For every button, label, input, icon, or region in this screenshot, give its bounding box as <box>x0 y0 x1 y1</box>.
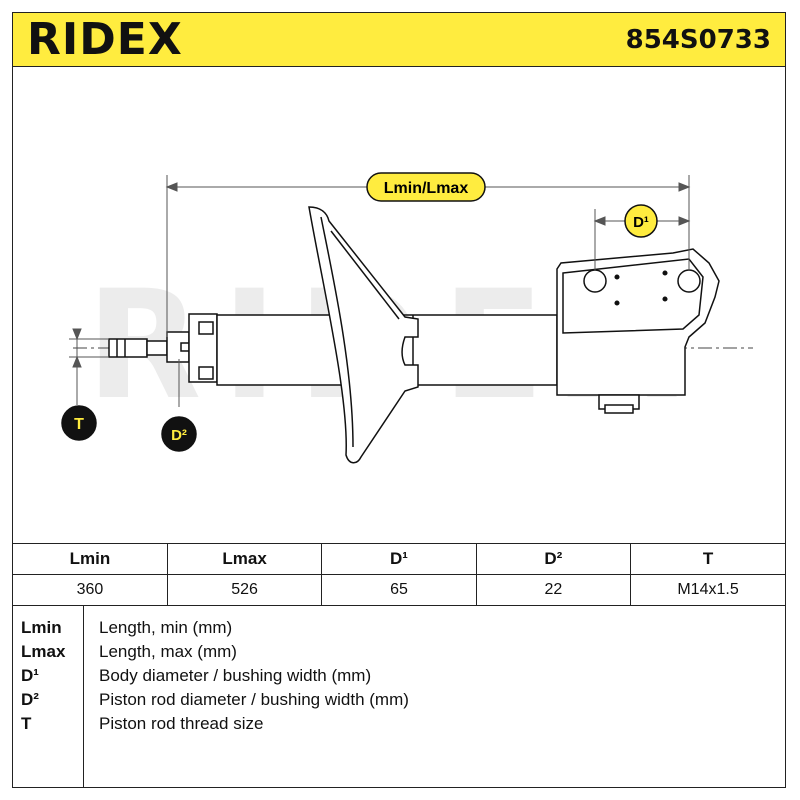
t-label: T <box>74 416 84 433</box>
legend-text: Length, max (mm) <box>99 642 237 661</box>
specs-value-d1: 65 <box>321 574 477 606</box>
legend-key: T <box>21 714 32 733</box>
legend-item: Lmin Length, min (mm) <box>13 616 785 640</box>
legend-item: D¹ Body diameter / bushing width (mm) <box>13 664 785 688</box>
legend: Lmin Length, min (mm) Lmax Length, max (… <box>13 606 785 787</box>
spring-seat <box>308 206 419 464</box>
legend-text: Piston rod diameter / bushing width (mm) <box>99 690 409 709</box>
d1-label: D¹ <box>633 214 649 231</box>
shock-absorber-drawing: RIDEX <box>61 172 753 464</box>
specs-value-lmin: 360 <box>13 574 168 606</box>
specs-value-row: 360 526 65 22 M14x1.5 <box>13 574 785 606</box>
specs-value-d2: 22 <box>475 574 632 606</box>
t-label-circle <box>61 405 97 441</box>
length-label: Lmin/Lmax <box>384 180 469 197</box>
specs-header-t: T <box>630 543 785 575</box>
specs-header-lmax: Lmax <box>166 543 323 575</box>
legend-text: Piston rod thread size <box>99 714 264 733</box>
legend-key: D¹ <box>21 666 39 685</box>
specs-header-d2: D² <box>475 543 632 575</box>
legend-item: D² Piston rod diameter / bushing width (… <box>13 688 785 712</box>
t-dimension <box>69 328 109 405</box>
legend-divider <box>83 606 84 787</box>
legend-item: T Piston rod thread size <box>13 712 785 736</box>
part-number: 854S0733 <box>625 25 771 55</box>
legend-item: Lmax Length, max (mm) <box>13 640 785 664</box>
specs-value-t: M14x1.5 <box>630 574 785 606</box>
length-label-box <box>366 172 486 202</box>
specs-header-d1: D¹ <box>321 543 477 575</box>
legend-key: Lmax <box>21 642 66 661</box>
legend-text: Body diameter / bushing width (mm) <box>99 666 372 685</box>
specs-header-lmin: Lmin <box>13 543 168 575</box>
legend-text: Length, min (mm) <box>99 618 233 637</box>
legend-key: D² <box>21 690 39 709</box>
d2-label: D² <box>171 427 187 444</box>
d2-label-circle <box>161 416 197 452</box>
specs-table: Lmin Lmax D¹ D² T 360 526 65 22 M14x1.5 <box>13 543 785 606</box>
legend-key: Lmin <box>21 618 62 637</box>
d1-label-circle <box>624 204 658 238</box>
header-bar: RIDEX 854S0733 <box>13 13 785 67</box>
product-sheet: RIDEX 854S0733 RIDEX <box>12 12 786 788</box>
knuckle-bracket <box>556 248 720 414</box>
brand-logo: RIDEX <box>27 14 183 65</box>
specs-header-row: Lmin Lmax D¹ D² T <box>13 543 785 575</box>
top-bushing <box>188 313 218 383</box>
specs-value-lmax: 526 <box>166 574 323 606</box>
